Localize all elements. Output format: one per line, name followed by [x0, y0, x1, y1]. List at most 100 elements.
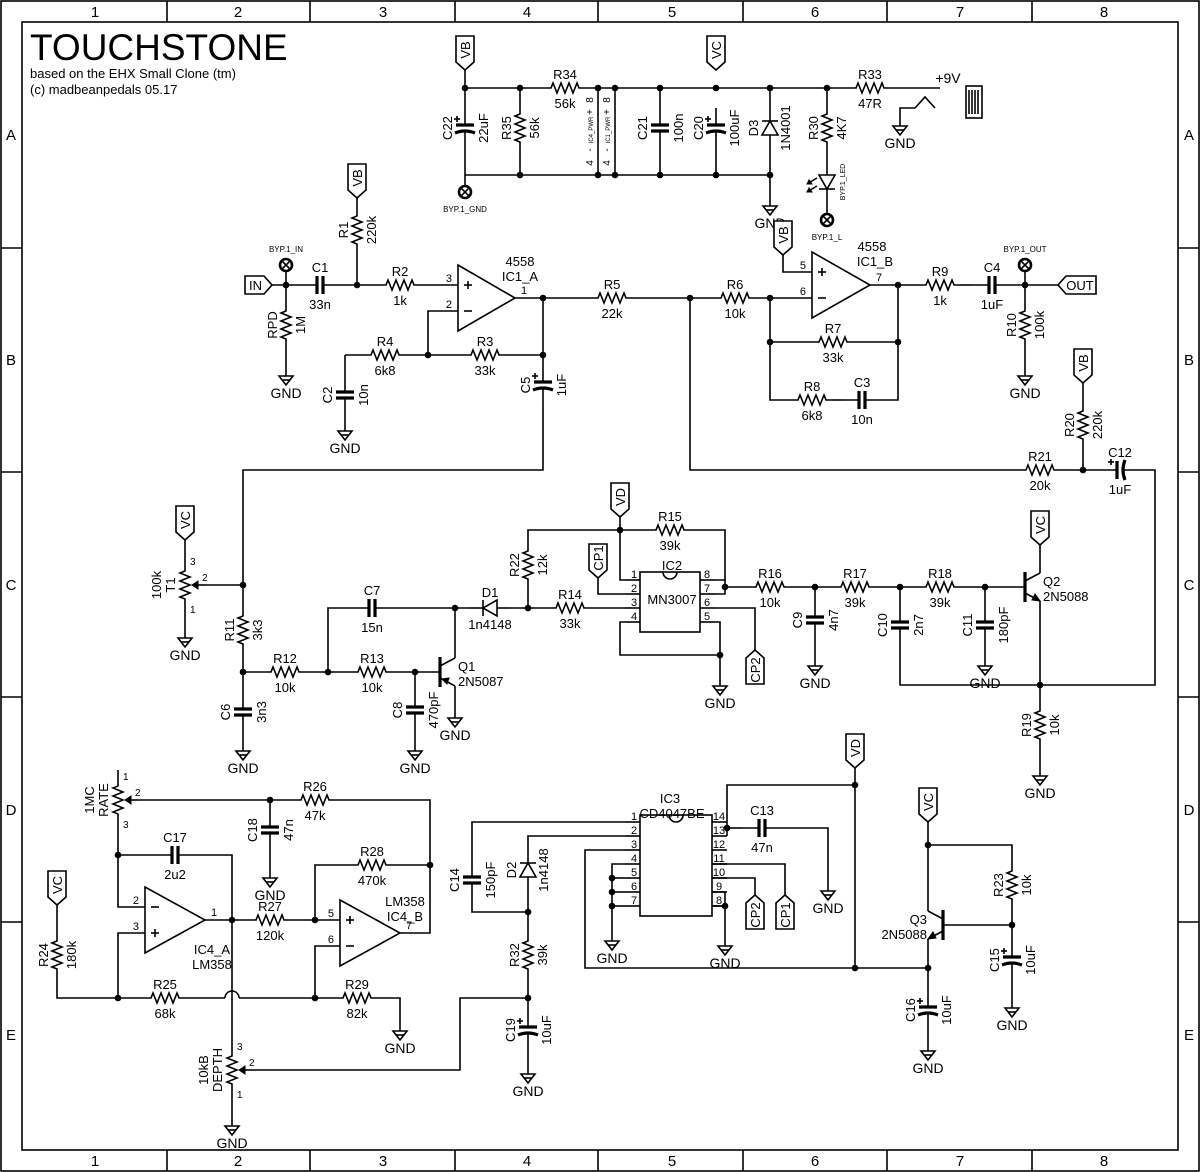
pin-number: 1 — [521, 285, 527, 297]
wire — [712, 863, 786, 895]
resistor-symbol — [1032, 705, 1048, 745]
ref-label: R17 — [843, 566, 867, 581]
resistor-symbol — [813, 334, 853, 350]
ground-label: GND — [439, 727, 470, 743]
wire — [314, 945, 340, 998]
ground-label: GND — [884, 135, 915, 151]
net-flag-icon — [47, 870, 67, 907]
ground-symbol: GND — [912, 1045, 944, 1076]
net-flag-icon — [1030, 510, 1050, 547]
value-label: 22k — [602, 306, 623, 321]
resistor-r16: R16 10k — [750, 566, 790, 610]
capacitor-plate-curved — [917, 1011, 939, 1017]
net-flag-icon — [775, 893, 795, 930]
value-label: 1k — [933, 293, 947, 308]
ground-symbol: GND — [329, 425, 361, 456]
value-label: 10k — [760, 595, 781, 610]
value-label: 100uF — [727, 110, 742, 147]
pin-number: 2 — [631, 583, 637, 595]
net-label: VC — [921, 793, 936, 811]
light-arrow-icon — [806, 177, 818, 185]
ground-label: GND — [227, 760, 258, 776]
net-label: VB — [350, 169, 365, 186]
pin-number: 2 — [202, 573, 208, 584]
ref-label: R7 — [825, 321, 842, 336]
wire — [769, 298, 792, 401]
ref-label: R16 — [758, 566, 782, 581]
net-flag-icon — [706, 35, 726, 72]
ref-label: R14 — [558, 587, 582, 602]
net-flag-icon — [845, 733, 865, 770]
vb-flag: VB — [455, 35, 475, 72]
vc-flag: VC — [918, 787, 938, 824]
ic-power-pins: 8+IC1_PWR-4 — [602, 88, 616, 175]
net-label: VC — [709, 41, 724, 59]
opamp-triangle — [339, 898, 402, 968]
pad-label: BYP.1_LED — [840, 164, 847, 200]
junction-dot — [656, 171, 664, 179]
ground-label: GND — [996, 1017, 1027, 1033]
value-label: 33k — [823, 350, 844, 365]
net-label: IN — [249, 278, 262, 293]
value-label: MN3007 — [647, 592, 696, 607]
wire — [782, 827, 829, 885]
value-label: LM358 — [385, 894, 425, 909]
resistor-symbol — [145, 990, 185, 1006]
junction-dot — [539, 351, 547, 359]
net-flag-icon — [588, 543, 608, 580]
ground-label: GND — [169, 647, 200, 663]
wire — [117, 932, 145, 998]
column-label: 3 — [379, 1153, 387, 1170]
ref-label: C7 — [364, 583, 381, 598]
net-label: CP2 — [748, 902, 763, 927]
ground-symbol: GND — [439, 712, 471, 743]
junction-dot — [516, 84, 524, 92]
ref-label: R13 — [360, 651, 384, 666]
value-label: 10n — [851, 412, 873, 427]
resistor-symbol — [792, 392, 832, 408]
wire — [899, 95, 936, 120]
pin-number: 12 — [713, 839, 725, 851]
opamp-triangle — [811, 250, 872, 320]
net-label: CP1 — [778, 902, 793, 927]
pin-number: 1 — [190, 605, 196, 616]
ref-label: Q1 — [458, 659, 475, 674]
value-label: 33k — [560, 616, 581, 631]
row-label: D — [6, 802, 17, 819]
value-label: 15n — [361, 620, 383, 635]
ref-label: R33 — [858, 67, 882, 82]
ground-label: GND — [399, 760, 430, 776]
junction-dot — [611, 171, 619, 179]
schematic-subtitle: based on the EHX Small Clone (tm) — [30, 66, 236, 81]
schematic-copyright: (c) madbeanpedals 05.17 — [30, 82, 177, 97]
ground-symbol: GND — [812, 885, 844, 916]
pin-number: 1 — [631, 569, 637, 581]
pin-number: 14 — [713, 811, 725, 823]
wire — [882, 285, 899, 401]
row-label: A — [1184, 127, 1194, 144]
ref-label: C17 — [163, 830, 187, 845]
value-label: 1M — [293, 316, 308, 334]
pin-number: 13 — [713, 825, 725, 837]
column-label: 5 — [668, 4, 676, 21]
value-label: 82k — [347, 1006, 368, 1021]
ref-label: R9 — [932, 264, 949, 279]
pad-ring — [457, 184, 473, 200]
ref-label: IC4_A — [194, 942, 230, 957]
capacitor-c7: C7 15n — [352, 583, 392, 635]
resistor-symbol — [177, 565, 193, 605]
wire — [252, 997, 528, 1071]
resistor-symbol — [352, 664, 392, 680]
arrowhead — [806, 187, 813, 193]
